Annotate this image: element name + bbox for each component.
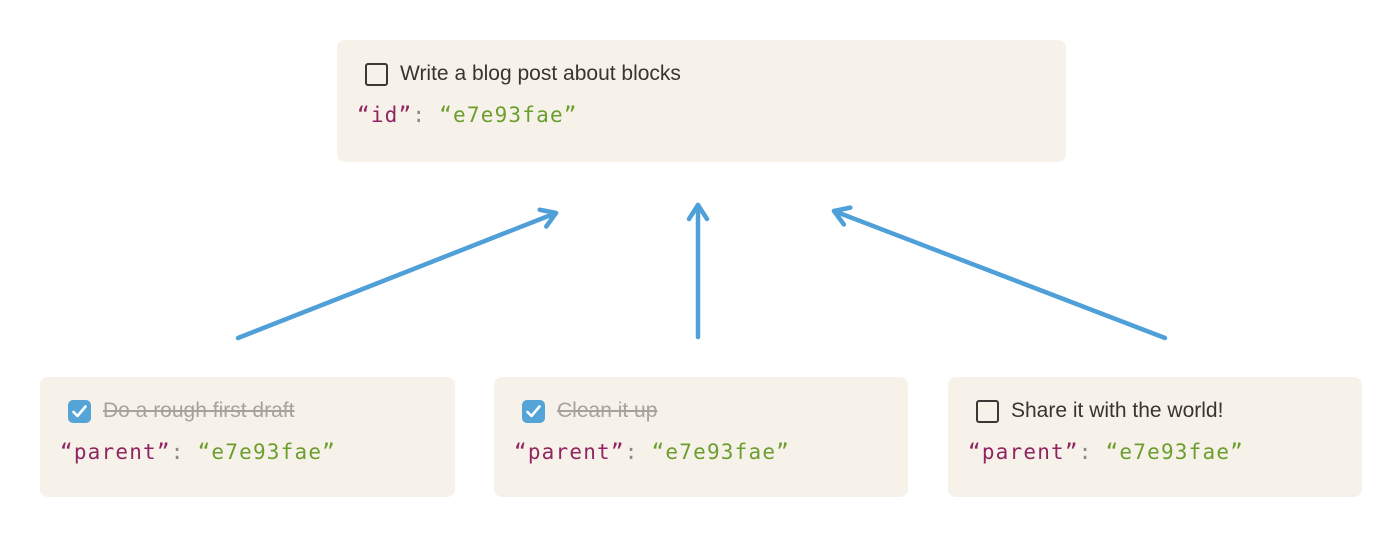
code-colon: : bbox=[624, 440, 639, 464]
task-row: Share it with the world! bbox=[976, 398, 1338, 424]
code-colon: : bbox=[412, 103, 427, 127]
task-title: Do a rough first draft bbox=[103, 399, 295, 422]
arrow-left-child-to-parent-icon bbox=[235, 207, 559, 341]
checkbox-checked-icon[interactable] bbox=[522, 399, 545, 423]
code-key: “parent” bbox=[968, 440, 1079, 464]
code-value: “e7e93fae” bbox=[1105, 440, 1245, 464]
code-line: “parent”: “e7e93fae” bbox=[968, 440, 1338, 464]
child-task-card-2: Clean it up “parent”: “e7e93fae” bbox=[494, 377, 908, 497]
child-task-card-1: Do a rough first draft “parent”: “e7e93fa… bbox=[40, 377, 455, 497]
task-row: Write a blog post about blocks bbox=[365, 61, 1042, 87]
task-title: Write a blog post about blocks bbox=[400, 62, 681, 85]
task-title: Share it with the world! bbox=[1011, 399, 1224, 422]
code-key: “parent” bbox=[60, 440, 171, 464]
checkbox-unchecked-icon[interactable] bbox=[365, 62, 388, 86]
code-line: “id”: “e7e93fae” bbox=[357, 103, 1042, 127]
code-key: “id” bbox=[357, 103, 413, 127]
arrow-right-child-to-parent-icon bbox=[831, 205, 1168, 341]
task-title: Clean it up bbox=[557, 399, 658, 422]
code-line: “parent”: “e7e93fae” bbox=[60, 440, 431, 464]
code-colon: : bbox=[170, 440, 185, 464]
child-task-card-3: Share it with the world! “parent”: “e7e93… bbox=[948, 377, 1362, 497]
code-line: “parent”: “e7e93fae” bbox=[514, 440, 884, 464]
parent-task-card: Write a blog post about blocks “id”: “e7e… bbox=[337, 40, 1066, 162]
checkbox-unchecked-icon[interactable] bbox=[976, 399, 999, 423]
code-value: “e7e93fae” bbox=[439, 103, 578, 127]
code-value: “e7e93fae” bbox=[651, 440, 791, 464]
task-row: Do a rough first draft bbox=[68, 398, 431, 424]
checkmark-icon bbox=[72, 404, 87, 417]
code-value: “e7e93fae” bbox=[197, 440, 337, 464]
checkbox-checked-icon[interactable] bbox=[68, 399, 91, 423]
checkmark-icon bbox=[526, 404, 541, 417]
task-row: Clean it up bbox=[522, 398, 884, 424]
code-key: “parent” bbox=[514, 440, 625, 464]
code-colon: : bbox=[1078, 440, 1093, 464]
